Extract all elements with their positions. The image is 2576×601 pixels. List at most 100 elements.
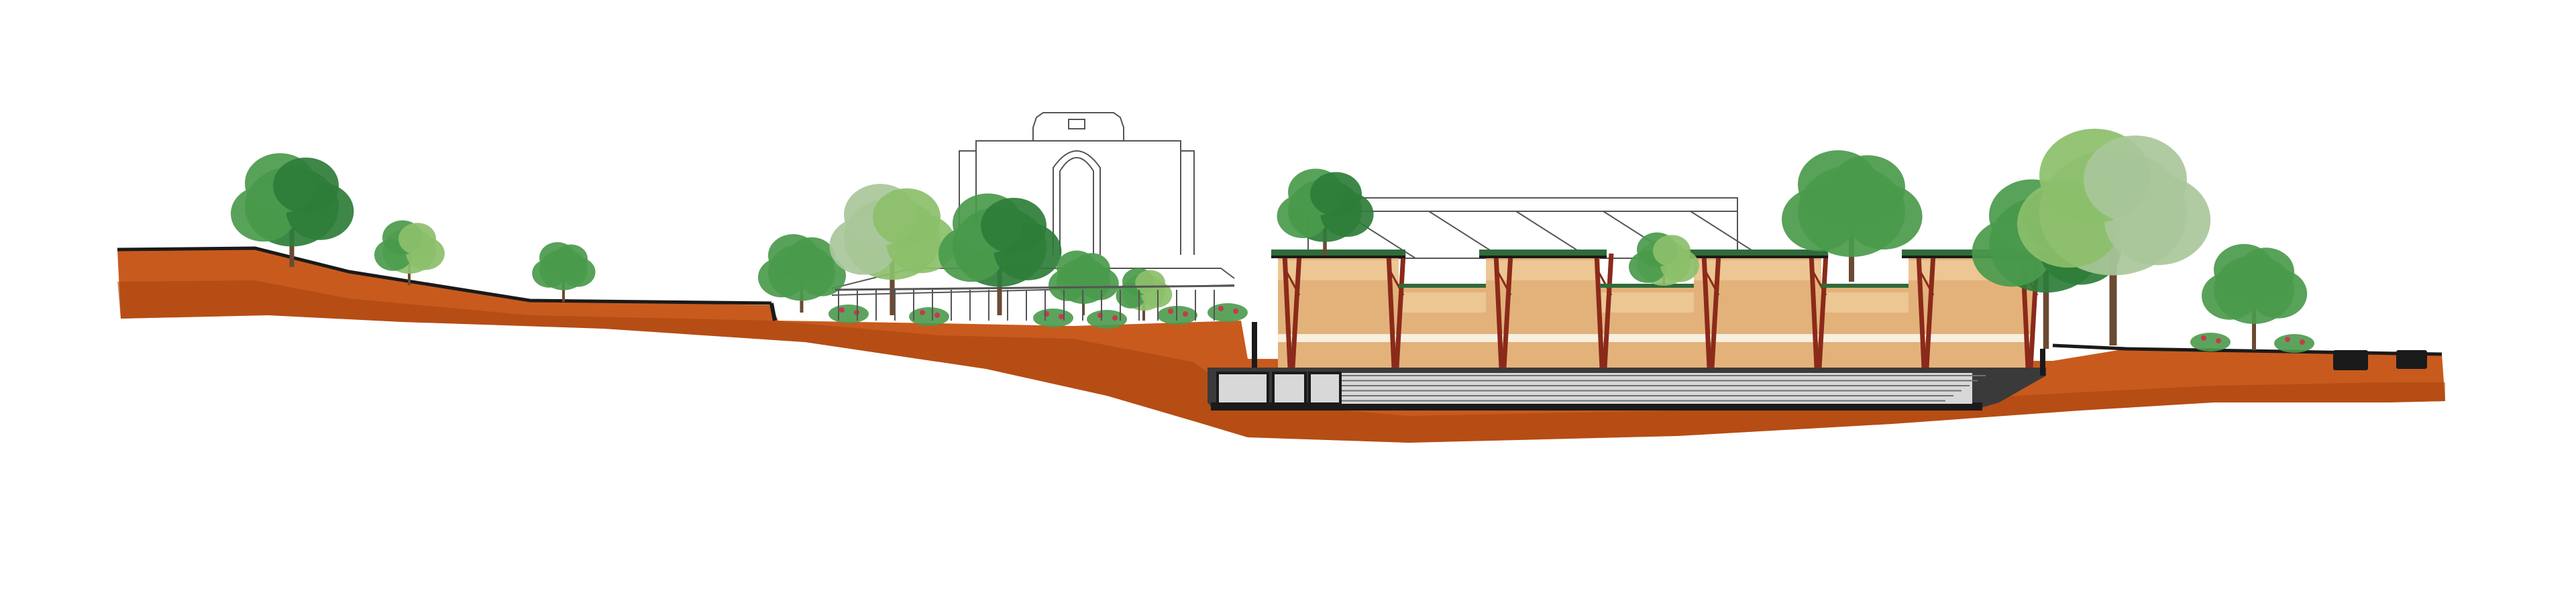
shrub-foliage <box>1208 303 1248 322</box>
shrub-flower <box>1218 306 1224 311</box>
retaining-edge <box>769 303 777 321</box>
tree-foliage <box>1135 270 1165 296</box>
tree-icon <box>2017 128 2211 345</box>
tree-foliage <box>2238 248 2294 296</box>
rammed-earth-layer <box>1694 260 1821 280</box>
railing-top <box>835 284 1235 291</box>
shrub-foliage <box>1087 310 1127 329</box>
timber-brace <box>1283 268 1301 296</box>
rammed-earth-pavilion <box>1271 250 2040 368</box>
rammed-earth-layer <box>1600 292 1694 313</box>
tree-foliage <box>873 188 941 246</box>
lower-room-right <box>1308 372 1342 405</box>
timber-post <box>1602 253 1614 368</box>
rammed-earth-band <box>1600 334 1694 342</box>
shrub-foliage <box>2190 333 2231 351</box>
green-roof-low <box>1600 284 1694 288</box>
shrub-flower <box>1233 309 1238 314</box>
shrub-flower <box>1168 309 1173 314</box>
tree-foliage <box>981 197 1046 254</box>
roof-edge <box>1687 256 1828 258</box>
tree-icon <box>1277 168 1374 255</box>
tree-foliage <box>398 223 436 255</box>
timber-post <box>1709 253 1721 368</box>
shrub-icon <box>909 307 949 326</box>
amphitheater-floor <box>1211 402 1982 411</box>
timber-brace <box>1595 268 1613 296</box>
tree-foliage <box>1830 155 1905 219</box>
rammed-earth-band <box>1821 334 1909 342</box>
rammed-earth-band <box>1278 334 1399 342</box>
green-roof <box>1271 250 1405 256</box>
timber-post <box>1916 253 1927 368</box>
tree-foliage <box>1073 253 1110 285</box>
tree-icon <box>532 242 596 302</box>
vegetation <box>231 128 2314 353</box>
terrace-railing <box>835 284 1235 321</box>
shrub-icon <box>828 305 869 323</box>
tree-icon <box>1629 232 1699 287</box>
green-roof-low <box>1399 284 1486 288</box>
lower-room-left <box>1216 372 1269 405</box>
tree-icon <box>1782 150 1923 282</box>
tree-icon <box>938 193 1062 315</box>
church-oculus <box>1068 119 1085 129</box>
green-roof <box>1902 250 2039 256</box>
roof-edge <box>1479 256 1607 258</box>
tree-icon <box>231 153 354 267</box>
timber-post <box>1394 253 1406 368</box>
amphitheater-section <box>1208 322 2046 411</box>
timber-brace <box>1917 268 1935 296</box>
ground-surface-line <box>117 246 772 305</box>
timber-post <box>1701 253 1712 368</box>
tree-foliage <box>788 237 835 278</box>
shrub-flower <box>2216 338 2221 343</box>
rammed-earth-layer <box>1821 292 1909 313</box>
rammed-earth-band <box>1909 334 2033 342</box>
shrub-foliage <box>2274 334 2314 353</box>
church-arch-inner <box>1059 157 1094 255</box>
shrub-flower <box>1112 315 1118 321</box>
roof-edge <box>1271 256 1405 258</box>
timber-post <box>1594 253 1605 368</box>
shrub-icon <box>2190 333 2231 351</box>
bench-icon <box>2396 350 2427 369</box>
shrub-flower <box>2201 335 2206 341</box>
tree-foliage <box>1653 235 1690 267</box>
amphitheater-steps <box>1342 373 1972 404</box>
timber-post <box>1501 253 1513 368</box>
shrub-flower <box>839 307 845 313</box>
timber-post <box>1290 253 1302 368</box>
rammed-earth-band <box>1694 334 1821 342</box>
shrub-foliage <box>828 305 869 323</box>
timber-post <box>1493 253 1504 368</box>
tree-foliage <box>273 157 339 214</box>
shrub-flower <box>920 310 925 315</box>
earth-texture-band <box>117 280 2445 443</box>
tree-icon <box>1116 268 1173 321</box>
tree-icon <box>374 220 445 285</box>
timber-post <box>1386 253 1397 368</box>
tree-icon <box>1049 250 1119 315</box>
shrub-icon <box>2274 334 2314 353</box>
tree-icon <box>758 234 846 313</box>
church-arch <box>1053 150 1101 255</box>
church-outline <box>959 112 1195 255</box>
shrub-foliage <box>1033 309 1073 327</box>
timber-brace <box>1495 268 1512 296</box>
green-roof-low <box>1821 284 1909 288</box>
green-roof <box>1479 250 1607 256</box>
timber-brace <box>1387 268 1405 296</box>
timber-post <box>1809 253 1819 368</box>
timber-brace <box>1810 268 1827 296</box>
rammed-earth-band <box>1399 334 1486 342</box>
shrub-flower <box>1059 314 1064 319</box>
timber-brace <box>1703 268 1720 296</box>
green-roof <box>1687 250 1828 256</box>
lower-room-middle <box>1272 372 1307 405</box>
tree-foliage <box>553 244 588 274</box>
shrub-icon <box>1033 309 1073 327</box>
tree-foliage <box>2084 135 2187 223</box>
bench-icon <box>2333 350 2368 370</box>
shrub-flower <box>934 313 940 318</box>
